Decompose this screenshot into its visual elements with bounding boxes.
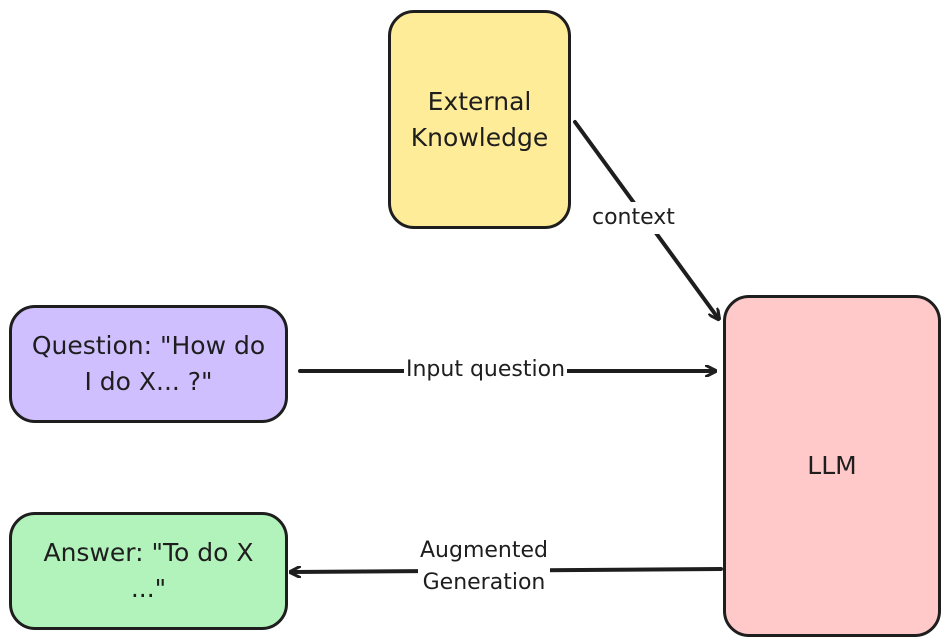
answer-line-1: Answer: "To do X	[43, 538, 254, 567]
augmented-generation-line-1: Augmented	[420, 538, 548, 563]
question-node: Question: "How do I do X... ?"	[9, 305, 288, 423]
external-knowledge-line-2: Knowledge	[410, 122, 549, 152]
augmented-generation-edge-label: Augmented Generation	[418, 535, 550, 599]
llm-label: LLM	[807, 451, 857, 480]
external-knowledge-line-1: External	[427, 86, 532, 116]
answer-node: Answer: "To do X ..."	[9, 512, 288, 630]
context-edge-label: context	[590, 202, 677, 234]
external-knowledge-node: External Knowledge	[388, 10, 571, 229]
question-line-2: I do X... ?"	[84, 367, 213, 396]
question-line-1: Question: "How do	[31, 331, 266, 360]
augmented-generation-line-2: Generation	[422, 570, 546, 595]
input-question-edge-label: Input question	[404, 354, 568, 386]
llm-node: LLM	[723, 295, 941, 637]
answer-line-2: ..."	[130, 574, 167, 603]
